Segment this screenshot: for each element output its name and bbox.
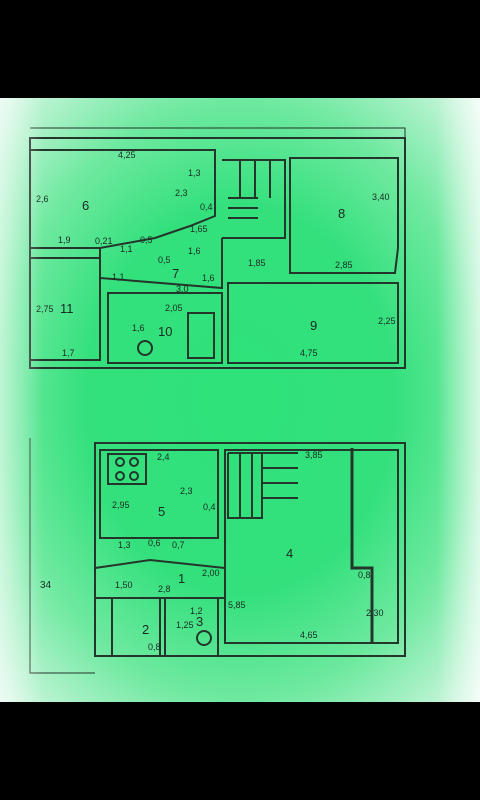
dimension-label: 2,25 — [378, 316, 396, 326]
dimension-label: 1,3 — [118, 540, 131, 550]
upper-stairs — [222, 159, 286, 239]
room-2-walls — [111, 597, 161, 657]
dimension-label: 0,8 — [358, 570, 371, 580]
lower-floor-outline — [94, 442, 406, 657]
dimension-label: 1,6 — [132, 323, 145, 333]
room-number-10: 10 — [158, 324, 172, 339]
dimension-label: 1,3 — [188, 168, 201, 178]
room-number-11: 11 — [60, 301, 74, 316]
room-8-walls — [289, 157, 399, 274]
room-5-walls — [99, 449, 219, 539]
dimension-label: 1,6 — [188, 246, 201, 256]
dimension-label: 1,85 — [248, 258, 266, 268]
room-number-9: 9 — [310, 318, 317, 333]
dimension-label: 2,3 — [180, 486, 193, 496]
plan-mark: 34 — [40, 580, 52, 591]
room-9-walls — [227, 282, 399, 364]
room-6-walls — [30, 149, 216, 249]
dimension-label: 2,30 — [366, 608, 384, 618]
room-number-3: 3 — [196, 614, 203, 629]
dimension-label: 0,7 — [172, 540, 185, 550]
room-number-1: 1 — [178, 571, 185, 586]
dimension-label: 0,4 — [200, 202, 213, 212]
dimension-label: 1,25 — [176, 620, 194, 630]
room-number-6: 6 — [82, 198, 89, 213]
dimension-label: 2,6 — [36, 194, 49, 204]
dimension-label: 2,05 — [165, 303, 183, 313]
dimension-label: 2,8 — [158, 584, 171, 594]
dimension-label: 3,40 — [372, 192, 390, 202]
dimension-label: 2,85 — [335, 260, 353, 270]
room-number-5: 5 — [158, 504, 165, 519]
dimension-label: 0,21 — [95, 236, 113, 246]
dimension-label: 3,85 — [305, 450, 323, 460]
dimension-label: 2,95 — [112, 500, 130, 510]
room-number-4: 4 — [286, 546, 293, 561]
floor-plan-drawing: 6 7 8 9 10 11 1 2 3 4 5 34 4,25 2,6 1,3 … — [29, 127, 406, 674]
upper-floor-outline — [29, 137, 406, 369]
room-10-walls — [107, 292, 223, 364]
room-3-walls — [164, 597, 219, 657]
dimension-label: 1,1 — [112, 272, 125, 282]
dimension-label: 4,65 — [300, 630, 318, 640]
dimension-label: 2,3 — [175, 188, 188, 198]
room-11-walls — [30, 257, 101, 361]
dimension-label: 0,8 — [148, 642, 161, 652]
room-4-walls — [224, 449, 399, 644]
stove — [107, 453, 147, 485]
bathtub — [187, 312, 215, 359]
dimension-label: 4,25 — [118, 150, 136, 160]
dimension-label: 2,4 — [157, 452, 170, 462]
dimension-label: 1,6 — [202, 273, 215, 283]
room-number-7: 7 — [172, 266, 179, 281]
dimension-label: 1,65 — [190, 224, 208, 234]
floor-plan-photo: 6 7 8 9 10 11 1 2 3 4 5 34 4,25 2,6 1,3 … — [0, 98, 480, 702]
dimension-label: 2,75 — [36, 304, 54, 314]
dimension-label: 0,6 — [148, 538, 161, 548]
room-number-2: 2 — [142, 622, 149, 637]
toilet-lower — [196, 630, 212, 646]
dimension-label: 1,9 — [58, 235, 71, 245]
dimension-label: 5,85 — [228, 600, 246, 610]
dimension-label: 0,4 — [203, 502, 216, 512]
dimension-label: 3,0 — [176, 284, 189, 294]
toilet — [137, 340, 153, 356]
dimension-label: 1,7 — [62, 348, 75, 358]
dimension-label: 0,5 — [158, 255, 171, 265]
dimension-label: 1,2 — [190, 606, 203, 616]
dimension-label: 2,00 — [202, 568, 220, 578]
dimension-label: 0,5 — [140, 235, 153, 245]
room-number-8: 8 — [338, 206, 345, 221]
dimension-label: 4,75 — [300, 348, 318, 358]
dimension-label: 1,1 — [120, 244, 133, 254]
dimension-label: 1,50 — [115, 580, 133, 590]
